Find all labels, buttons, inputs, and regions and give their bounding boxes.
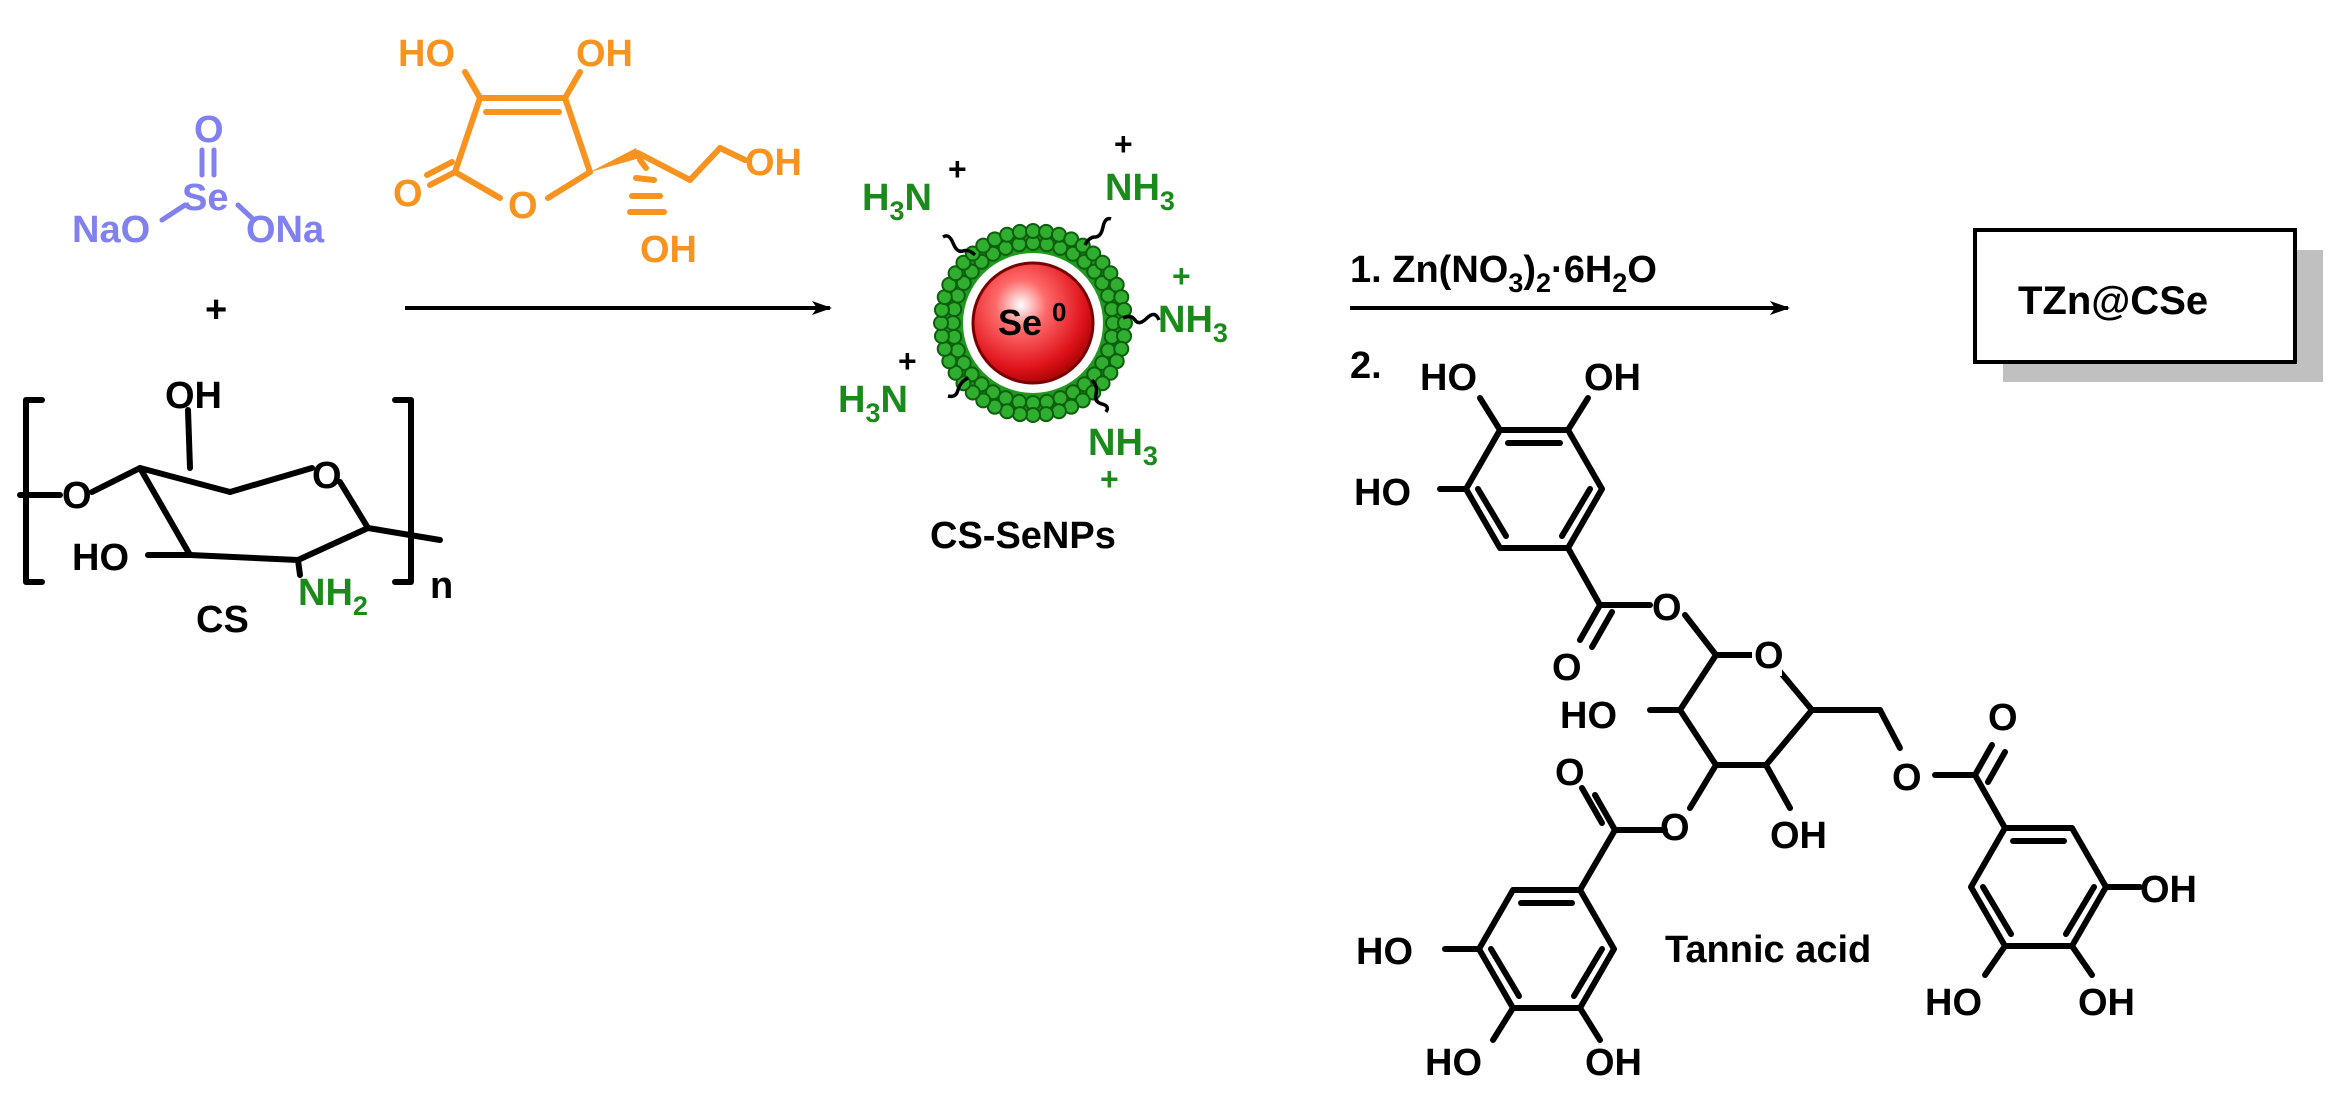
ta-ho-left: HO <box>1356 931 1413 973</box>
ta-ho-2: HO <box>1354 472 1411 514</box>
ascorbic-oh-right: OH <box>745 142 802 184</box>
sodium-selenite: O Se NaO ONa <box>72 109 325 251</box>
shell-bead <box>975 392 992 409</box>
amine-top-left-charge: + <box>948 151 967 187</box>
ta-oh-right-bottom: OH <box>2078 982 2135 1024</box>
product-box: TZn@CSe <box>1973 228 2323 382</box>
chitosan-nh2: NH2 <box>298 572 368 621</box>
ta-glucose-oh: OH <box>1770 815 1827 857</box>
chitosan-o-link: O <box>62 475 92 517</box>
amine-bottom: NH3 <box>1088 422 1158 471</box>
shell-bead <box>1025 223 1041 239</box>
amine-right-charge: + <box>1172 258 1191 294</box>
selenite-ona: ONa <box>246 209 325 251</box>
shell-bead <box>1113 289 1130 306</box>
ta-ester1-carbonyl-o: O <box>1552 647 1582 689</box>
chitosan-oh-top: OH <box>165 375 222 417</box>
ascorbic-o-carbonyl: O <box>393 173 423 215</box>
shell-bead <box>1094 254 1111 271</box>
step-1-condition: 1. Zn(NO3)2·6H2O <box>1350 249 1657 298</box>
step-2-condition: 2. <box>1350 345 1382 387</box>
chitosan-n: n <box>430 565 453 607</box>
chitosan: O O OH HO NH2 n CS <box>17 375 453 641</box>
shell-bead <box>1038 223 1055 240</box>
selenite-nao: NaO <box>72 209 150 251</box>
shell-bead <box>1011 223 1028 240</box>
ta-oh-1: OH <box>1584 357 1641 399</box>
ta-ester1-o: O <box>1652 587 1682 629</box>
ascorbic-ho: HO <box>398 33 455 75</box>
ascorbic-acid: HO OH O O OH OH <box>393 33 802 271</box>
shell-bead <box>1011 406 1028 423</box>
shell-bead <box>933 301 950 318</box>
ta-ester3-o: O <box>1892 757 1922 799</box>
ascorbic-o-ring: O <box>508 185 538 227</box>
ta-ho-right-bottom: HO <box>1925 982 1982 1024</box>
ta-ho-1: HO <box>1420 357 1477 399</box>
ta-ho-left-bottom: HO <box>1425 1042 1482 1084</box>
shell-bead <box>1116 328 1133 345</box>
ta-oh-right: OH <box>2140 869 2197 911</box>
shell-bead <box>1102 364 1119 381</box>
ta-glucose-ho: HO <box>1560 695 1617 737</box>
shell-bead <box>1085 245 1102 262</box>
plus-sign: + <box>205 289 227 331</box>
amine-right: NH3 <box>1158 299 1228 348</box>
shell-bead <box>955 254 972 271</box>
nanoparticle-label: CS-SeNPs <box>930 515 1116 557</box>
shell-bead <box>933 315 949 331</box>
shell-bead <box>936 340 953 357</box>
amine-top-right-charge: + <box>1114 126 1133 162</box>
chitosan-o-ring: O <box>312 455 342 497</box>
amine-left-charge: + <box>898 343 917 379</box>
amine-left: H3N <box>838 379 908 428</box>
shell-bead <box>933 328 950 345</box>
amine-bottom-charge: + <box>1100 461 1119 497</box>
chitosan-label: CS <box>196 599 249 641</box>
tannic-acid-label: Tannic acid <box>1665 929 1871 971</box>
ta-oh-left-bottom: OH <box>1585 1042 1642 1084</box>
chitosan-ho: HO <box>72 537 129 579</box>
selenium-core <box>971 261 1095 385</box>
shell-bead <box>947 265 964 282</box>
ta-ring-o: O <box>1754 635 1784 677</box>
ta-ester2-carbonyl-o: O <box>1555 752 1585 794</box>
selenite-se: Se <box>182 177 228 219</box>
shell-bead <box>964 384 981 401</box>
shell-bead <box>1050 403 1067 420</box>
product-label: TZn@CSe <box>2018 279 2208 323</box>
shell-bead <box>1038 406 1055 423</box>
amine-top-left: H3N <box>862 177 932 226</box>
ascorbic-oh-bottom: OH <box>640 229 697 271</box>
shell-bead <box>999 226 1016 243</box>
tannic-acid: HO OH HO O O O HO OH O O O OH <box>1354 357 2197 1084</box>
selenite-o-top: O <box>194 109 224 151</box>
shell-bead <box>1025 407 1041 423</box>
ascorbic-oh-top: OH <box>576 33 633 75</box>
ta-ester3-carbonyl-o: O <box>1988 697 2018 739</box>
amine-top-right: NH3 <box>1105 167 1175 216</box>
